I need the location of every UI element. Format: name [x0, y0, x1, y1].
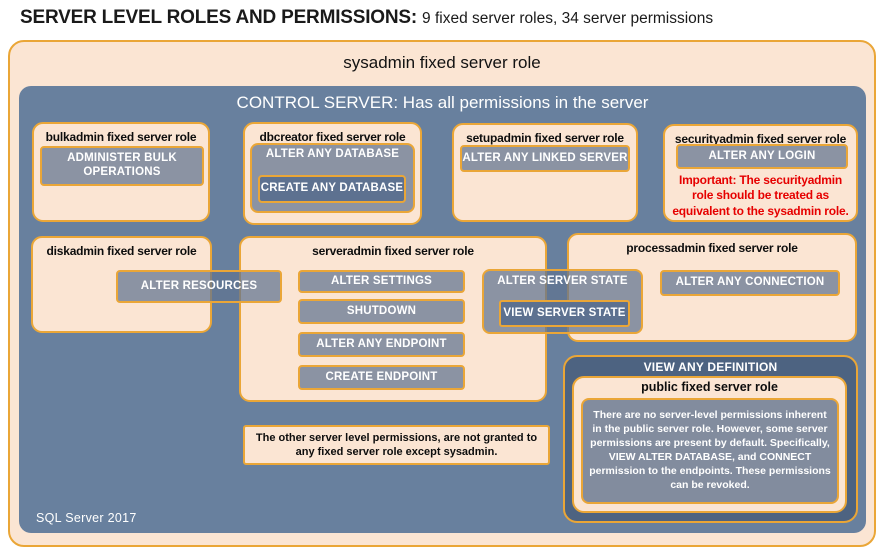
securityadmin-warning-text: Important: The securityadmin role should…: [672, 173, 849, 218]
permission-alter-any-login: ALTER ANY LOGIN: [676, 144, 848, 169]
setupadmin-role-box: setupadmin fixed server role: [452, 123, 638, 222]
bulkadmin-role-label: bulkadmin fixed server role: [45, 130, 197, 144]
setupadmin-role-label: setupadmin fixed server role: [466, 131, 624, 145]
dbcreator-role-label: dbcreator fixed server role: [259, 130, 406, 144]
serveradmin-role-label: serveradmin fixed server role: [312, 244, 474, 258]
control-server-header: CONTROL SERVER: Has all permissions in t…: [236, 93, 649, 112]
note-box: The other server level permissions, are …: [243, 425, 550, 465]
page-title: SERVER LEVEL ROLES AND PERMISSIONS:9 fix…: [20, 7, 713, 29]
securityadmin-role-label: securityadmin fixed server role: [674, 132, 847, 146]
permission-alter-any-endpoint: ALTER ANY ENDPOINT: [298, 332, 465, 357]
permission-alter-settings: ALTER SETTINGS: [298, 270, 465, 293]
sysadmin-role-label: sysadmin fixed server role: [343, 53, 541, 72]
page-title-sub: 9 fixed server roles, 34 server permissi…: [422, 10, 714, 27]
permission-create-endpoint: CREATE ENDPOINT: [298, 365, 465, 390]
permission-administer-bulk-operations: ADMINISTER BULK OPERATIONS: [40, 146, 204, 186]
page-title-main: SERVER LEVEL ROLES AND PERMISSIONS:: [20, 7, 418, 28]
permission-alter-any-connection: ALTER ANY CONNECTION: [660, 270, 840, 296]
permission-create-any-database: CREATE ANY DATABASE: [258, 175, 406, 203]
processadmin-role-label: processadmin fixed server role: [626, 241, 798, 255]
public-role-description: There are no server-level permissions in…: [581, 398, 839, 504]
permission-view-server-state: VIEW SERVER STATE: [499, 300, 630, 327]
sql-server-version-label: SQL Server 2017: [36, 511, 137, 525]
permission-alter-any-linked-server: ALTER ANY LINKED SERVER: [460, 145, 630, 172]
permission-alter-server-state: ALTER SERVER STATE: [497, 275, 628, 287]
permission-alter-resources: ALTER RESOURCES: [116, 270, 282, 303]
securityadmin-role-box: securityadmin fixed server role: [663, 124, 858, 222]
permission-shutdown: SHUTDOWN: [298, 299, 465, 324]
permission-alter-any-database: ALTER ANY DATABASE: [265, 148, 400, 160]
public-role-label: public fixed server role: [641, 380, 778, 394]
diskadmin-role-label: diskadmin fixed server role: [46, 244, 197, 258]
permission-view-any-definition: VIEW ANY DEFINITION: [643, 360, 778, 374]
